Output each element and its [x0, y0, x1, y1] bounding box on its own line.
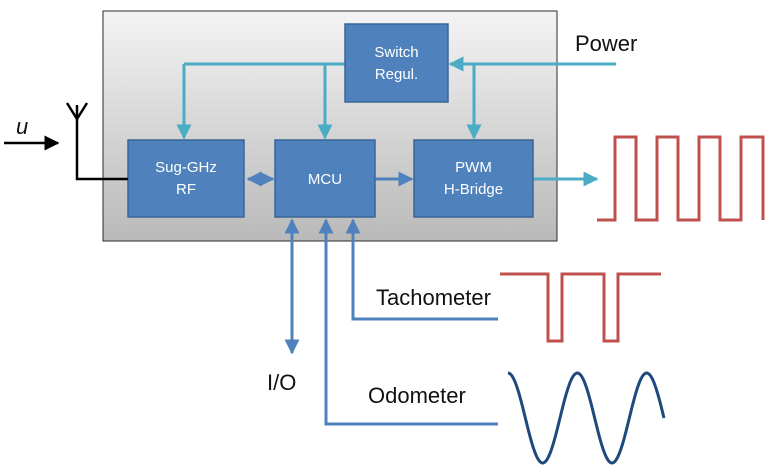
switch-regulator-block: Switch Regul. — [344, 23, 449, 103]
tachometer-waveform — [500, 272, 661, 343]
mcu-block: MCU — [274, 139, 376, 218]
odometer-signal-line — [318, 218, 498, 426]
pwm-waveform — [597, 135, 765, 222]
tachometer-label: Tachometer — [376, 285, 491, 310]
power-connectors — [176, 56, 616, 187]
tachometer-signal-line — [345, 218, 498, 321]
switch-regulator-line2: Regul. — [375, 66, 418, 83]
pwm-hbridge-block: PWM H-Bridge — [413, 139, 534, 218]
switch-regulator-line1: Switch — [374, 44, 418, 61]
rf-line2: RF — [176, 181, 196, 198]
power-label: Power — [575, 31, 637, 56]
mcu-label: MCU — [308, 171, 342, 188]
pwm-line2: H-Bridge — [444, 181, 503, 198]
io-label: I/O — [267, 370, 296, 395]
rf-block: Sug-GHz RF — [127, 139, 245, 218]
rf-line1: Sug-GHz — [155, 159, 217, 176]
signal-connectors — [246, 171, 498, 426]
antenna-icon — [65, 102, 128, 181]
odometer-label: Odometer — [368, 383, 466, 408]
odometer-waveform — [507, 371, 666, 465]
input-label: u — [16, 114, 28, 139]
pwm-line1: PWM — [455, 159, 492, 176]
